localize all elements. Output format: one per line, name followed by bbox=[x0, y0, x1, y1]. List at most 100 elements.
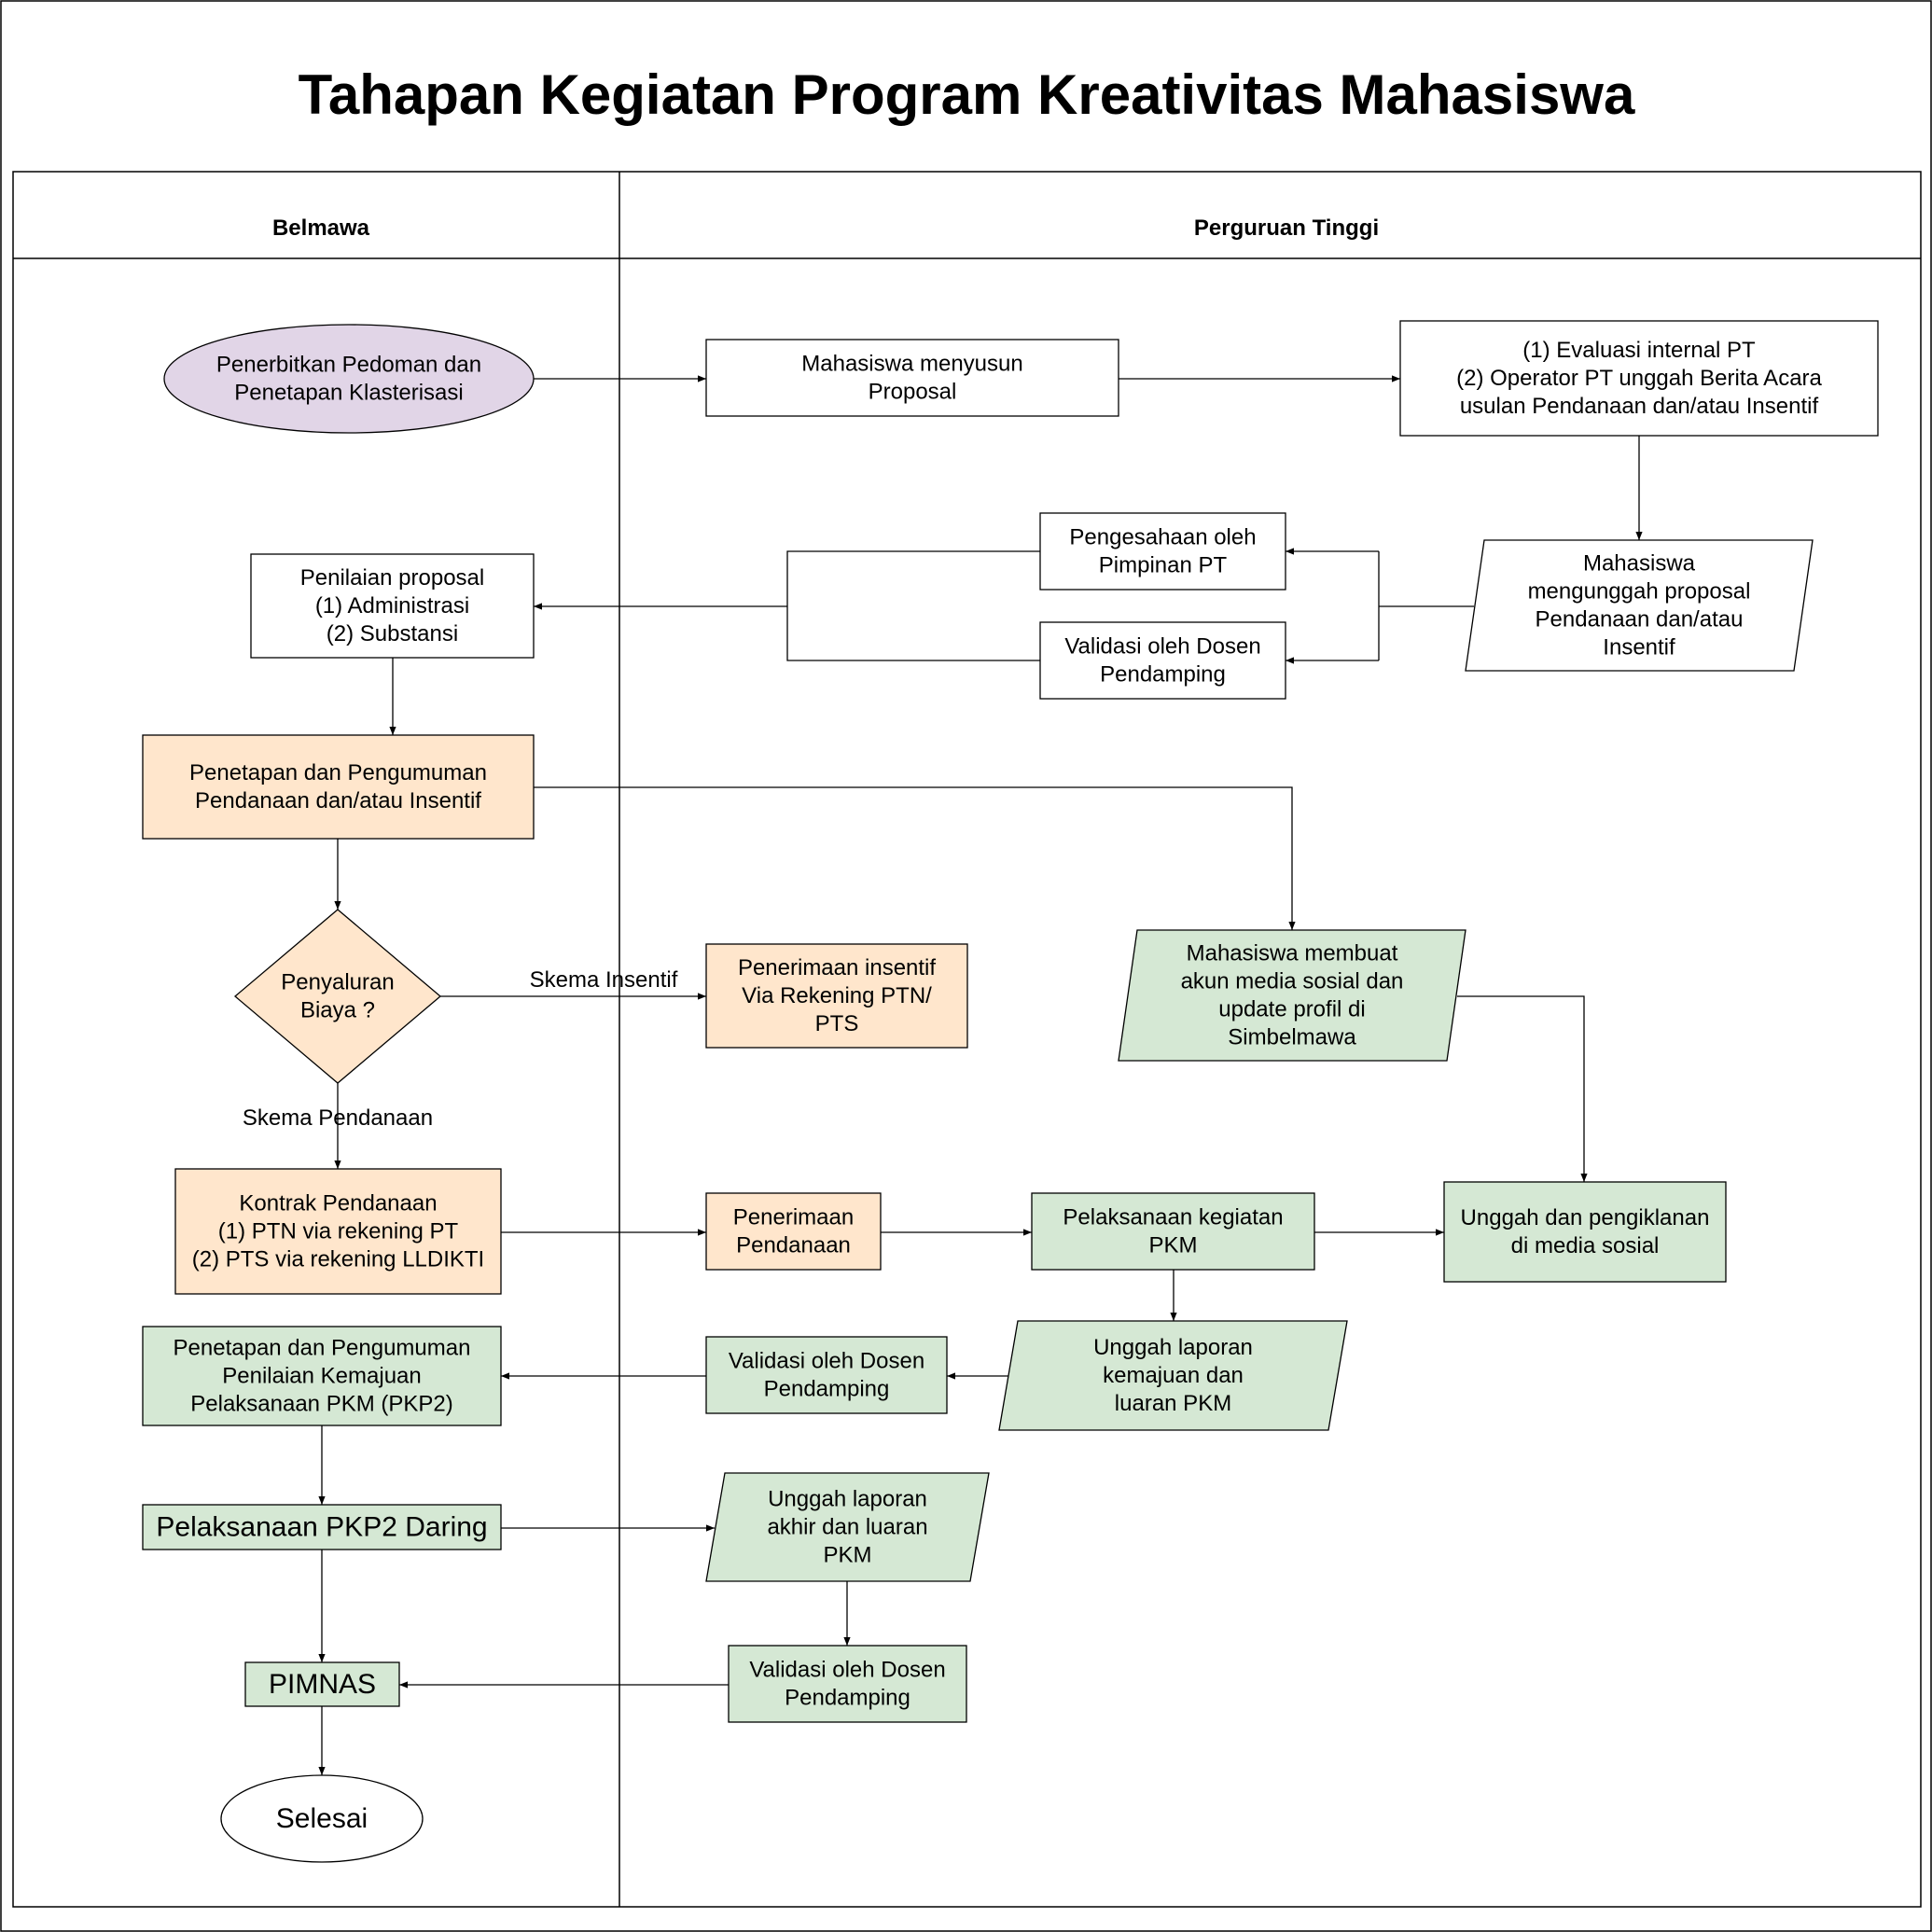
node-kontrak-pendanaan-shape bbox=[174, 1168, 502, 1295]
node-validasi-dosen-3-text-line: Pendamping bbox=[785, 1686, 910, 1711]
node-selesai-text-line: Selesai bbox=[276, 1803, 368, 1834]
node-mahasiswa-mengunggah-proposal-text-line: Mahasiswa bbox=[1583, 551, 1696, 577]
node-mahasiswa-membuat-akun-text-line: akun media sosial dan bbox=[1181, 969, 1404, 994]
node-penilaian-proposal-text-line: (2) Substansi bbox=[327, 621, 458, 646]
node-selesai-shape bbox=[220, 1774, 424, 1863]
node-validasi-dosen-1-shape bbox=[1039, 621, 1286, 700]
node-unggah-pengiklanan-text-line: di media sosial bbox=[1511, 1233, 1660, 1258]
node-penilaian-proposal-text-line: Penilaian proposal bbox=[300, 565, 484, 591]
node-penetapan-pendanaan-shape bbox=[142, 734, 535, 840]
node-penyaluran-biaya-decision-text-line: Biaya ? bbox=[300, 998, 375, 1023]
edge-akun-to-iklan bbox=[1457, 995, 1588, 1182]
node-validasi-dosen-1-text-line: Validasi oleh Dosen bbox=[1064, 634, 1260, 660]
node-penilaian-proposal-shape bbox=[250, 553, 535, 659]
node-penetapan-pkp2-shape bbox=[142, 1326, 502, 1426]
node-unggah-laporan-akhir-shape bbox=[705, 1472, 990, 1582]
node-unggah-laporan-akhir-text-line: Unggah laporan bbox=[768, 1487, 927, 1512]
edge-label-skema-insentif: Skema Insentif bbox=[530, 967, 678, 993]
swimlane-pool bbox=[12, 171, 1922, 1908]
lane-header-perguruan-tinggi: Perguruan Tinggi bbox=[1194, 215, 1379, 241]
node-mahasiswa-membuat-akun-text-line: Simbelmawa bbox=[1228, 1025, 1356, 1050]
node-mahasiswa-menyusun-proposal-text-line: Proposal bbox=[869, 380, 957, 405]
node-penyaluran-biaya-decision-shape bbox=[233, 909, 442, 1084]
node-penerimaan-insentif-text-line: Penerimaan insentif bbox=[738, 955, 936, 980]
node-validasi-dosen-2-text-line: Validasi oleh Dosen bbox=[729, 1349, 924, 1374]
node-penetapan-pkp2-text-line: Pelaksanaan PKM (PKP2) bbox=[190, 1392, 452, 1417]
node-evaluasi-internal-shape bbox=[1399, 320, 1879, 437]
node-mahasiswa-membuat-akun-shape bbox=[1118, 929, 1466, 1062]
node-mahasiswa-mengunggah-proposal-text-line: mengunggah proposal bbox=[1528, 579, 1751, 605]
node-pelaksanaan-pkp2-daring-shape bbox=[142, 1504, 502, 1550]
node-mahasiswa-membuat-akun: Mahasiswa membuat akun media sosial dan up… bbox=[1118, 929, 1466, 1062]
edge-pengesahan-out bbox=[786, 550, 1040, 661]
node-pimnas-shape bbox=[244, 1661, 400, 1707]
edge-penetapan-to-akun bbox=[534, 786, 1296, 930]
node-mahasiswa-membuat-akun-text-line: Mahasiswa membuat bbox=[1187, 941, 1398, 966]
node-mahasiswa-mengunggah-proposal-text-line: Pendanaan dan/atau bbox=[1536, 607, 1744, 632]
node-validasi-dosen-2-shape bbox=[705, 1336, 948, 1414]
node-pelaksanaan-pkp2-daring: Pelaksanaan PKP2 Daring bbox=[142, 1504, 502, 1550]
node-unggah-pengiklanan-shape bbox=[1443, 1181, 1727, 1283]
node-evaluasi-internal-text-line: usulan Pendanaan dan/atau Insentif bbox=[1460, 394, 1819, 419]
node-kontrak-pendanaan-text-line: (2) PTS via rekening LLDIKTI bbox=[192, 1247, 484, 1272]
node-pelaksanaan-kegiatan-shape bbox=[1031, 1192, 1315, 1271]
page-title: Tahapan Kegiatan Program Kreativitas Mah… bbox=[299, 63, 1635, 126]
node-unggah-laporan-kemajuan-text-line: luaran PKM bbox=[1115, 1391, 1231, 1416]
node-pengesahaan-pimpinan-text-line: Pimpinan PT bbox=[1099, 553, 1228, 578]
node-pimnas: PIMNAS bbox=[244, 1661, 400, 1707]
node-unggah-laporan-kemajuan-shape bbox=[998, 1320, 1348, 1431]
node-pengesahaan-pimpinan-shape bbox=[1039, 512, 1286, 591]
node-kontrak-pendanaan-text-line: (1) PTN via rekening PT bbox=[218, 1219, 459, 1244]
node-penyaluran-biaya-decision-text-line: Penyaluran bbox=[281, 970, 394, 995]
node-unggah-laporan-kemajuan-text-line: kemajuan dan bbox=[1103, 1363, 1244, 1388]
lane-header-belmawa: Belmawa bbox=[272, 215, 370, 241]
node-evaluasi-internal: (1) Evaluasi internal PT(2) Operator PT … bbox=[1399, 320, 1879, 437]
node-penetapan-pendanaan-text-line: Penetapan dan Pengumuman bbox=[189, 760, 487, 785]
edges bbox=[318, 375, 1643, 1775]
node-pimnas-text-line: PIMNAS bbox=[269, 1669, 376, 1700]
node-unggah-pengiklanan: Unggah dan pengiklanan di media sosial bbox=[1443, 1181, 1727, 1283]
node-mahasiswa-menyusun-proposal-shape bbox=[705, 339, 1119, 417]
node-start-text-line: Penerbitkan Pedoman dan bbox=[216, 353, 481, 378]
node-penilaian-proposal-text-line: (1) Administrasi bbox=[315, 593, 469, 619]
node-pelaksanaan-kegiatan-text-line: Pelaksanaan kegiatan bbox=[1063, 1205, 1283, 1230]
node-validasi-dosen-3-shape bbox=[728, 1645, 967, 1723]
node-penerimaan-pendanaan-text-line: Penerimaan bbox=[733, 1205, 854, 1230]
node-penerimaan-insentif-text-line: PTS bbox=[815, 1011, 859, 1036]
node-kontrak-pendanaan-text-line: Kontrak Pendanaan bbox=[239, 1191, 437, 1216]
node-mahasiswa-membuat-akun-text-line: update profil di bbox=[1218, 997, 1365, 1022]
edge-label-skema-pendanaan: Skema Pendanaan bbox=[243, 1105, 433, 1131]
node-penetapan-pendanaan-text-line: Pendanaan dan/atau Insentif bbox=[195, 788, 481, 813]
node-penetapan-pkp2-text-line: Penetapan dan Pengumuman bbox=[174, 1336, 471, 1361]
node-unggah-laporan-akhir-text-line: akhir dan luaran bbox=[767, 1515, 927, 1540]
node-penerimaan-insentif-shape bbox=[705, 943, 968, 1049]
node-selesai: Selesai bbox=[220, 1774, 424, 1863]
node-evaluasi-internal-text-line: (1) Evaluasi internal PT bbox=[1522, 338, 1756, 363]
node-pelaksanaan-pkp2-daring-text-line: Pelaksanaan PKP2 Daring bbox=[156, 1512, 487, 1543]
node-start-text-line: Penetapan Klasterisasi bbox=[234, 381, 463, 406]
node-unggah-pengiklanan-text-line: Unggah dan pengiklanan bbox=[1461, 1205, 1710, 1230]
node-start-shape bbox=[163, 324, 535, 434]
node-validasi-dosen-1-text-line: Pendamping bbox=[1100, 662, 1226, 688]
node-pengesahaan-pimpinan-text-line: Pengesahaan oleh bbox=[1069, 525, 1256, 550]
node-mahasiswa-mengunggah-proposal-shape bbox=[1465, 539, 1814, 672]
node-kontrak-pendanaan: Kontrak Pendanaan (1) PTN via rekening PT… bbox=[174, 1168, 502, 1295]
node-penerimaan-pendanaan-shape bbox=[705, 1192, 882, 1271]
node-mahasiswa-menyusun-proposal-text-line: Mahasiswa menyusun bbox=[801, 352, 1022, 377]
node-penerimaan-insentif-text-line: Via Rekening PTN/ bbox=[742, 983, 932, 1008]
node-validasi-dosen-2-text-line: Pendamping bbox=[764, 1377, 890, 1402]
node-validasi-dosen-3-text-line: Validasi oleh Dosen bbox=[749, 1658, 945, 1683]
node-penilaian-proposal: Penilaian proposal(1) Administrasi(2) Su… bbox=[250, 553, 535, 659]
